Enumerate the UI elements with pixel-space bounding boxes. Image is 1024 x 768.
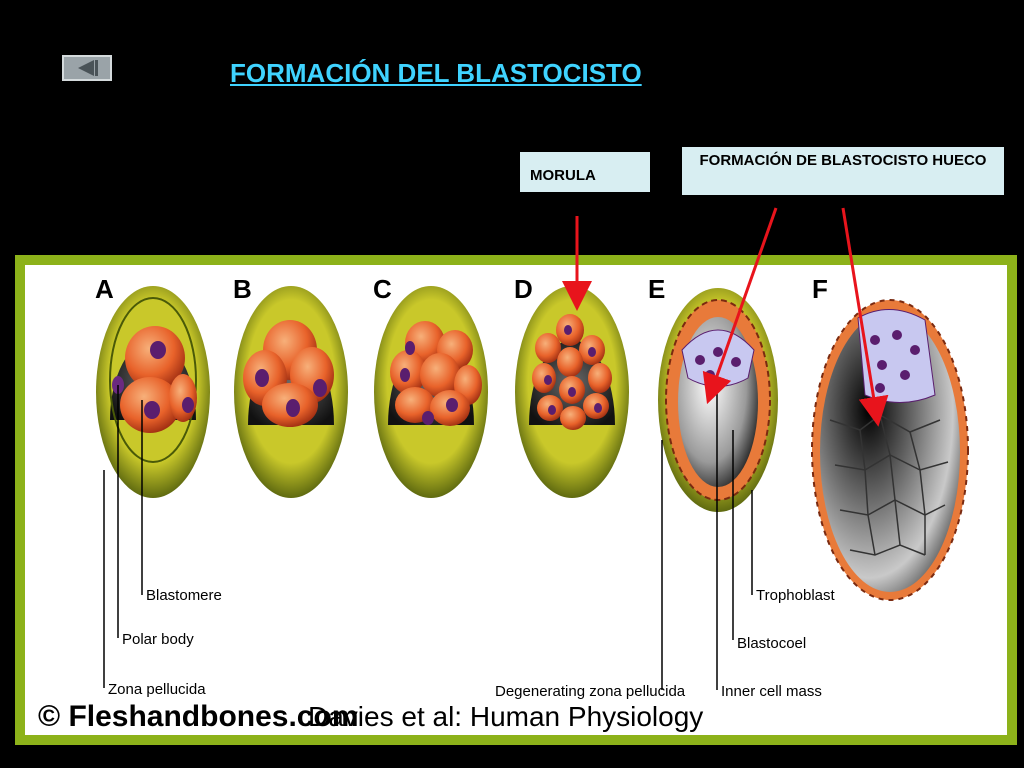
label-polar-body: Polar body xyxy=(122,631,194,648)
back-arrow-icon xyxy=(78,60,98,76)
leader-lines xyxy=(103,380,753,690)
red-arrows xyxy=(562,207,889,427)
embryo-e-blastocyst xyxy=(658,288,778,512)
embryo-d-morula xyxy=(515,286,629,498)
label-blastomere: Blastomere xyxy=(146,587,222,604)
embryo-f-blastocyst xyxy=(811,299,969,601)
label-zona-pellucida: Zona pellucida xyxy=(108,681,206,698)
label-blastocoel: Blastocoel xyxy=(737,635,806,652)
credit-source: Davies et al: Human Physiology xyxy=(308,701,703,732)
stage-letter-b: B xyxy=(233,274,252,304)
arrow-to-e xyxy=(702,207,778,405)
stage-letter-a: A xyxy=(95,274,114,304)
page-title: FORMACIÓN DEL BLASTOCISTO xyxy=(230,58,642,88)
embryo-b xyxy=(234,286,348,498)
morula-label: MORULA xyxy=(520,152,650,192)
stage-letter-f: F xyxy=(812,274,828,304)
stage-letter-c: C xyxy=(373,274,392,304)
blastocyst-formation-label: FORMACIÓN DE BLASTOCISTO HUECO xyxy=(682,147,1004,195)
stage-letter-d: D xyxy=(514,274,533,304)
credit-site: © Fleshandbones.com xyxy=(38,700,359,733)
back-button[interactable] xyxy=(62,55,112,81)
label-degenerating-zona: Degenerating zona pellucida xyxy=(495,683,686,700)
label-trophoblast: Trophoblast xyxy=(756,587,835,604)
embryo-c xyxy=(374,286,488,498)
label-inner-cell-mass: Inner cell mass xyxy=(721,683,822,700)
embryo-a xyxy=(96,286,210,498)
stage-letter-e: E xyxy=(648,274,665,304)
arrow-to-f xyxy=(841,207,889,427)
